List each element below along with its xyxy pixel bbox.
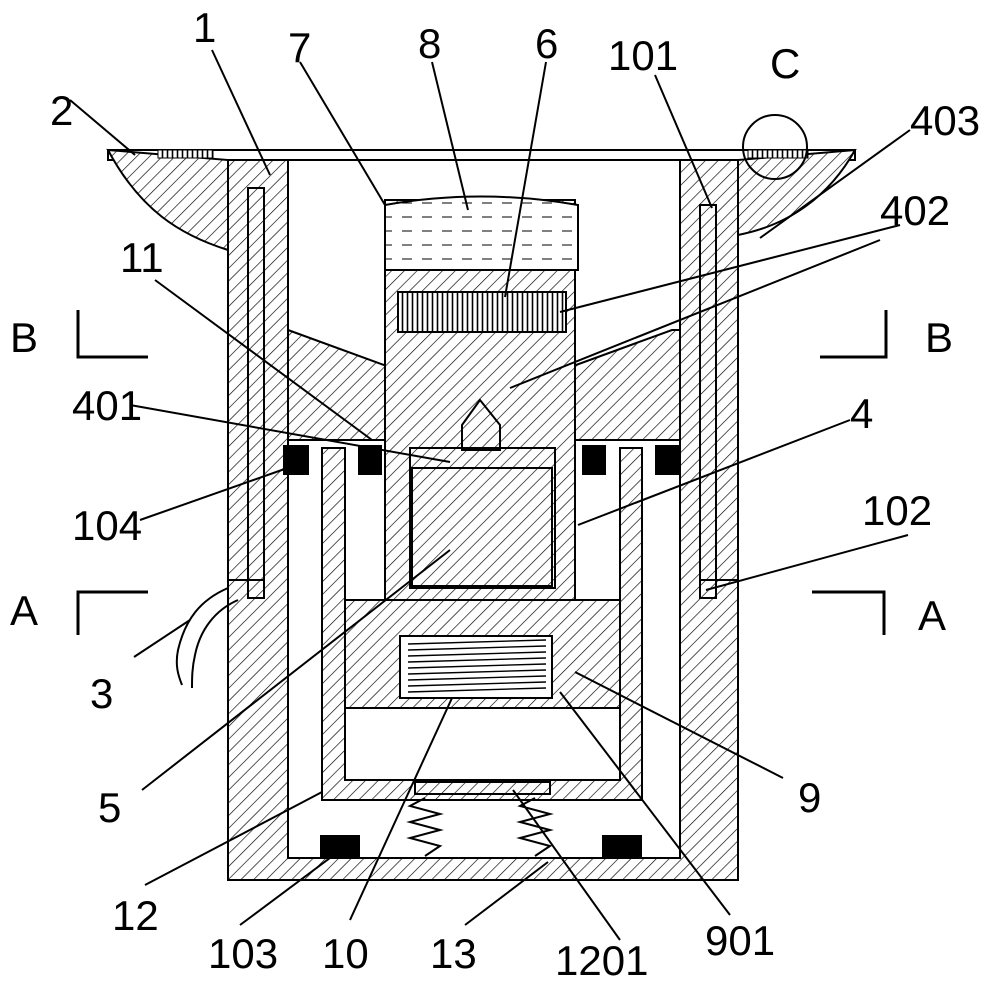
label-9: 9 bbox=[798, 774, 821, 821]
label-13: 13 bbox=[430, 930, 477, 977]
leader-lines bbox=[69, 49, 911, 941]
section-markers bbox=[76, 310, 888, 635]
label-12: 12 bbox=[112, 892, 159, 939]
filter-element bbox=[397, 291, 567, 333]
coil-windings bbox=[407, 639, 547, 693]
label-3: 3 bbox=[90, 670, 113, 717]
label-901: 901 bbox=[705, 917, 775, 964]
label-11: 11 bbox=[120, 234, 164, 281]
label-104: 104 bbox=[72, 502, 142, 549]
spring-left bbox=[406, 797, 444, 857]
callout-labels: 1 2 7 8 6 101 C 403 402 11 B B 401 4 104… bbox=[10, 4, 980, 984]
label-2: 2 bbox=[50, 87, 73, 134]
label-6: 6 bbox=[535, 20, 558, 67]
base-plate bbox=[414, 781, 551, 795]
label-A-right: A bbox=[918, 592, 946, 639]
label-B-left: B bbox=[10, 314, 38, 361]
label-5: 5 bbox=[98, 784, 121, 831]
label-A-left: A bbox=[10, 587, 38, 634]
label-403: 403 bbox=[910, 97, 980, 144]
label-8: 8 bbox=[418, 20, 441, 67]
label-101: 101 bbox=[608, 32, 678, 79]
label-10: 10 bbox=[322, 930, 369, 977]
label-1201: 1201 bbox=[555, 937, 648, 984]
label-103: 103 bbox=[208, 930, 278, 977]
cable bbox=[175, 587, 239, 689]
label-4: 4 bbox=[850, 390, 873, 437]
label-1: 1 bbox=[193, 4, 216, 51]
label-C: C bbox=[770, 40, 800, 87]
liquid-reservoir bbox=[384, 195, 579, 271]
label-7: 7 bbox=[288, 24, 311, 71]
inner-cup bbox=[321, 447, 643, 801]
detail-circle bbox=[742, 114, 808, 180]
label-401: 401 bbox=[72, 382, 142, 429]
top-rim-flange bbox=[106, 148, 857, 252]
granular-medium bbox=[411, 467, 553, 587]
label-402: 402 bbox=[880, 187, 950, 234]
lower-block bbox=[344, 599, 621, 709]
label-102: 102 bbox=[862, 487, 932, 534]
label-B-right: B bbox=[925, 314, 953, 361]
sensors bbox=[283, 445, 681, 857]
